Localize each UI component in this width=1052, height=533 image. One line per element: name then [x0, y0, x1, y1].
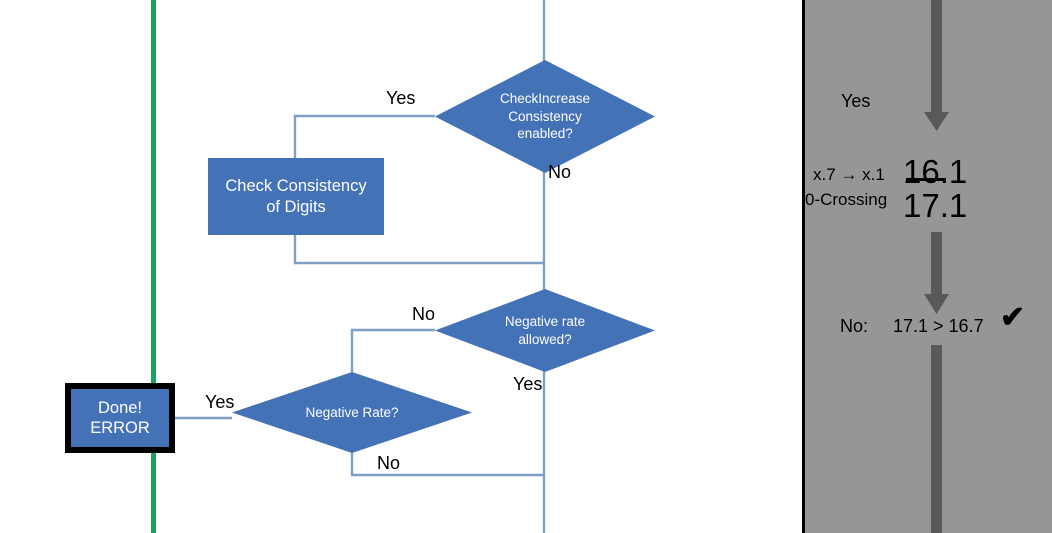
- decision-check-increase-consistency[interactable]: CheckIncrease Consistency enabled?: [435, 60, 655, 173]
- strikethrough-line: [906, 178, 946, 181]
- panel-no-label: No:: [840, 316, 869, 336]
- process-line-2: of Digits: [266, 197, 326, 216]
- edge-label-negative-rate-allowed-yes: Yes: [513, 374, 543, 394]
- flowchart-connectors: [175, 0, 546, 533]
- process-line-1: Done!: [97, 398, 143, 417]
- process-done-error[interactable]: Done! ERROR: [65, 383, 175, 453]
- edge-label-negative-rate-yes: Yes: [205, 392, 235, 412]
- process-check-consistency-of-digits[interactable]: Check Consistency of Digits: [208, 158, 384, 235]
- panel-yes-label: Yes: [841, 91, 871, 111]
- decision-negative-rate-allowed[interactable]: Negative rate allowed?: [435, 289, 655, 372]
- edge-label-negative-rate-no: No: [377, 453, 401, 473]
- process-line-2: ERROR: [90, 419, 150, 437]
- panel-value-current: 17.1: [903, 187, 968, 224]
- check-mark-icon: ✔: [1000, 301, 1026, 334]
- edge-label-check-increase-yes: Yes: [386, 88, 416, 108]
- panel-value-struck: 16.1: [903, 153, 968, 190]
- annotation-panel: Yes x.7 → x.1 0-Crossing 16.1 17.1 No: 1…: [802, 0, 1052, 533]
- panel-annotation-line-1: x.7 → x.1: [813, 165, 885, 184]
- decision-negative-rate[interactable]: Negative Rate?: [232, 372, 472, 453]
- panel-comparison: 17.1 > 16.7: [893, 316, 984, 336]
- process-line-1: Check Consistency: [225, 177, 367, 196]
- edge-label-check-increase-no: No: [548, 162, 572, 182]
- panel-arrows: [924, 0, 949, 533]
- green-marker-line: [151, 0, 156, 533]
- panel-annotation-line-2: 0-Crossing: [805, 190, 888, 209]
- edge-label-negative-rate-allowed-no: No: [412, 304, 436, 324]
